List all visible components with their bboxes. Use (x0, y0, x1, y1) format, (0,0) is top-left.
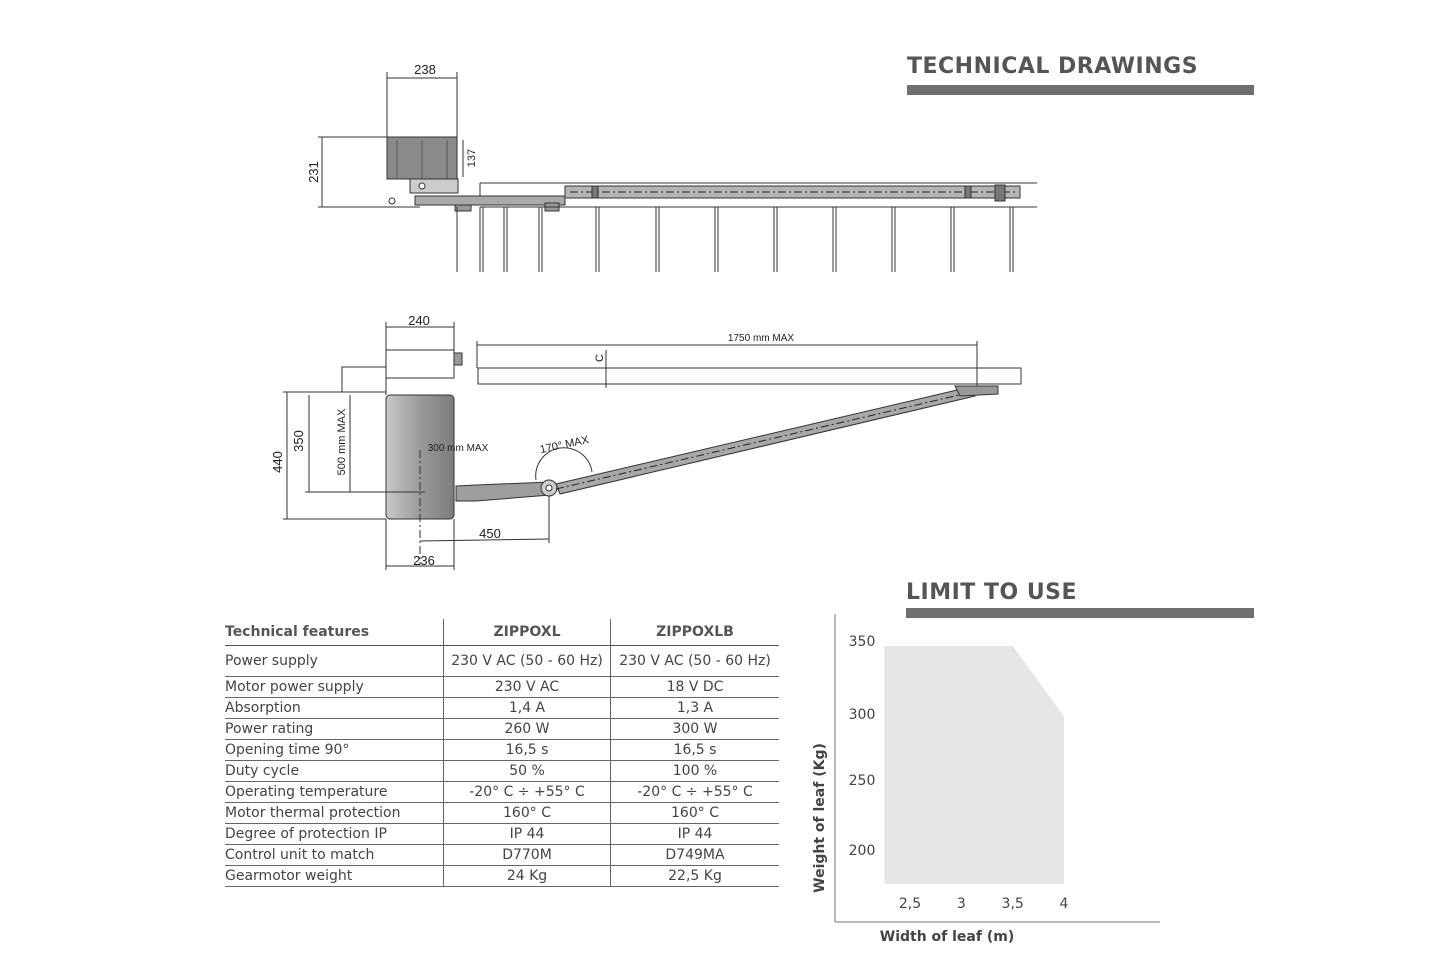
table-cell: IP 44 (610, 823, 779, 845)
table-cell: Degree of protection IP (225, 823, 444, 845)
table-row: Gearmotor weight 24 Kg 22,5 Kg (225, 865, 779, 887)
dim-350-label: 350 (291, 430, 306, 452)
table-cell: 160° C (610, 802, 779, 824)
table-cell: 100 % (610, 760, 779, 782)
y-axis-label: Weight of leaf (Kg) (812, 743, 828, 893)
table-cell: Opening time 90° (225, 739, 444, 761)
table-cell: D749MA (610, 844, 779, 866)
table-row: Power supply 230 V AC (50 - 60 Hz) 230 V… (225, 645, 779, 677)
technical-drawings-bar (907, 85, 1254, 95)
table-row: Degree of protection IP IP 44 IP 44 (225, 823, 779, 845)
table-row: Motor power supply 230 V AC 18 V DC (225, 676, 779, 698)
technical-drawings-heading: TECHNICAL DRAWINGS (907, 54, 1199, 79)
angle-label: 170° MAX (539, 434, 591, 456)
table-cell: -20° C ÷ +55° C (610, 781, 779, 803)
max-300-label: 300 mm MAX (428, 443, 489, 454)
table-cell: Control unit to match (225, 844, 444, 866)
table-row: Opening time 90° 16,5 s 16,5 s (225, 739, 779, 761)
y-tick-label: 300 (849, 707, 876, 723)
technical-features-table: Technical features ZIPPOXL ZIPPOXLB Powe… (225, 619, 779, 887)
table-row: Absorption 1,4 A 1,3 A (225, 697, 779, 719)
arm-length-label: 1750 mm MAX (728, 333, 794, 344)
table-header-cell: ZIPPOXLB (610, 619, 779, 646)
x-tick-labels: 2,5 3 3,5 4 (899, 896, 1069, 912)
table-cell: 22,5 Kg (610, 865, 779, 887)
table-header-row: Technical features ZIPPOXL ZIPPOXLB (225, 619, 779, 646)
table-cell: Gearmotor weight (225, 865, 444, 887)
table-cell: Motor power supply (225, 676, 444, 698)
x-tick-label: 3 (957, 896, 966, 912)
table-row: Control unit to match D770M D749MA (225, 844, 779, 866)
dim-240-label: 240 (408, 313, 430, 328)
table-cell: 230 V AC (443, 676, 611, 698)
x-tick-label: 3,5 (1002, 896, 1024, 912)
table-row: Motor thermal protection 160° C 160° C (225, 802, 779, 824)
front-view-drawing: 238 231 137 (306, 62, 1037, 272)
table-cell: Operating temperature (225, 781, 444, 803)
table-cell: 18 V DC (610, 676, 779, 698)
table-header-cell: Technical features (225, 619, 444, 646)
limit-to-use-heading: LIMIT TO USE (906, 580, 1078, 605)
table-cell: Duty cycle (225, 760, 444, 782)
y-tick-labels: 350 300 250 200 (849, 634, 876, 859)
dim-236-label: 236 (413, 553, 435, 568)
table-cell: 160° C (443, 802, 611, 824)
table-cell: 230 V AC (50 - 60 Hz) (443, 645, 611, 677)
x-tick-label: 2,5 (899, 896, 921, 912)
c-label: C (594, 354, 606, 362)
table-cell: Power supply (225, 645, 444, 677)
dim-440-label: 440 (270, 451, 285, 473)
table-cell: Power rating (225, 718, 444, 740)
limit-to-use-bar (906, 608, 1254, 618)
y-tick-label: 200 (849, 843, 876, 859)
table-cell: 300 W (610, 718, 779, 740)
max-500-label: 500 mm MAX (336, 408, 348, 475)
x-tick-label: 4 (1060, 896, 1069, 912)
y-tick-label: 350 (849, 634, 876, 650)
table-cell: 16,5 s (443, 739, 611, 761)
table-cell: 1,3 A (610, 697, 779, 719)
table-row: Duty cycle 50 % 100 % (225, 760, 779, 782)
table-cell: IP 44 (443, 823, 611, 845)
table-header-cell: ZIPPOXL (443, 619, 611, 646)
chart-axes (834, 614, 1160, 923)
dim-450-label: 450 (479, 526, 501, 541)
table-cell: 230 V AC (50 - 60 Hz) (610, 645, 779, 677)
dim-238-label: 238 (414, 62, 436, 77)
table-cell: Motor thermal protection (225, 802, 444, 824)
table-cell: 1,4 A (443, 697, 611, 719)
dim-231-label: 231 (306, 161, 321, 183)
plan-view-drawing: 240 1750 mm MAX C 440 350 500 mm MAX 300… (270, 313, 1022, 570)
table-cell: -20° C ÷ +55° C (443, 781, 611, 803)
dim-137-label: 137 (466, 149, 478, 167)
table-row: Operating temperature -20° C ÷ +55° C -2… (225, 781, 779, 803)
table-cell: D770M (443, 844, 611, 866)
y-tick-label: 250 (849, 773, 876, 789)
table-cell: 24 Kg (443, 865, 611, 887)
table-cell: 260 W (443, 718, 611, 740)
table-cell: 50 % (443, 760, 611, 782)
x-axis-label: Width of leaf (m) (880, 929, 1014, 945)
limit-area (884, 646, 1064, 884)
table-cell: Absorption (225, 697, 444, 719)
table-row: Power rating 260 W 300 W (225, 718, 779, 740)
table-cell: 16,5 s (610, 739, 779, 761)
